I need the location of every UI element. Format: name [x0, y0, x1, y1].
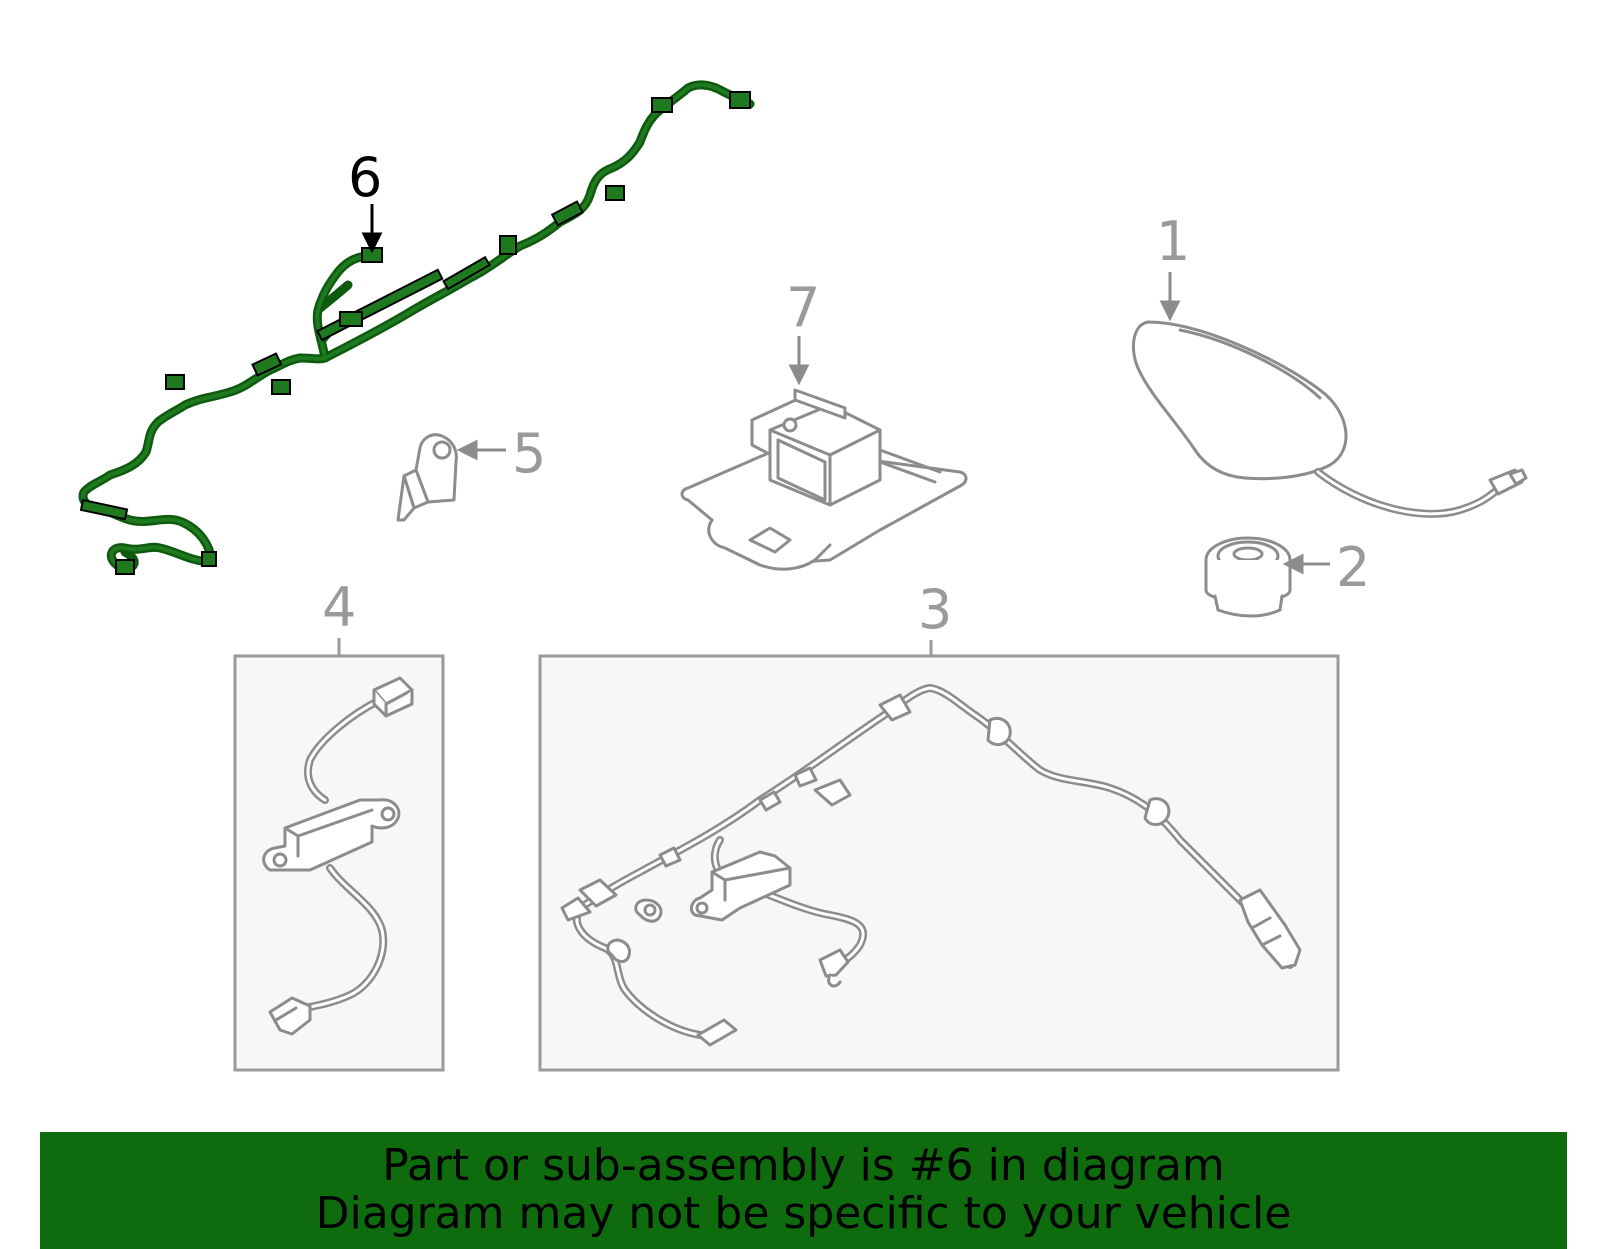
callout-7: 7 [786, 276, 820, 339]
info-banner: Part or sub-assembly is #6 in diagram Di… [40, 1132, 1567, 1249]
arrow-7 [788, 336, 810, 386]
banner-line-1: Part or sub-assembly is #6 in diagram [382, 1140, 1225, 1191]
callout-6: 6 [348, 146, 382, 209]
callout-3: 3 [918, 578, 952, 641]
callout-5: 5 [512, 422, 546, 485]
part-3-wiring-harness[interactable] [560, 684, 1302, 1047]
part-6-wiring-harness[interactable] [78, 80, 755, 575]
callout-1: 1 [1156, 210, 1190, 273]
callout-2: 2 [1336, 536, 1370, 599]
arrow-2 [1282, 553, 1330, 575]
arrow-5 [456, 439, 506, 461]
arrow-1 [1159, 272, 1181, 322]
callout-4: 4 [322, 576, 356, 639]
part-2-grommet[interactable] [1204, 536, 1292, 618]
part-1-antenna[interactable] [1131, 320, 1528, 518]
arrow-6 [361, 204, 383, 254]
part-4-cable-sensor[interactable] [262, 676, 414, 1036]
part-7-control-module[interactable] [680, 388, 968, 571]
part-5-sensor[interactable] [396, 433, 458, 522]
banner-line-2: Diagram may not be specific to your vehi… [315, 1188, 1292, 1239]
